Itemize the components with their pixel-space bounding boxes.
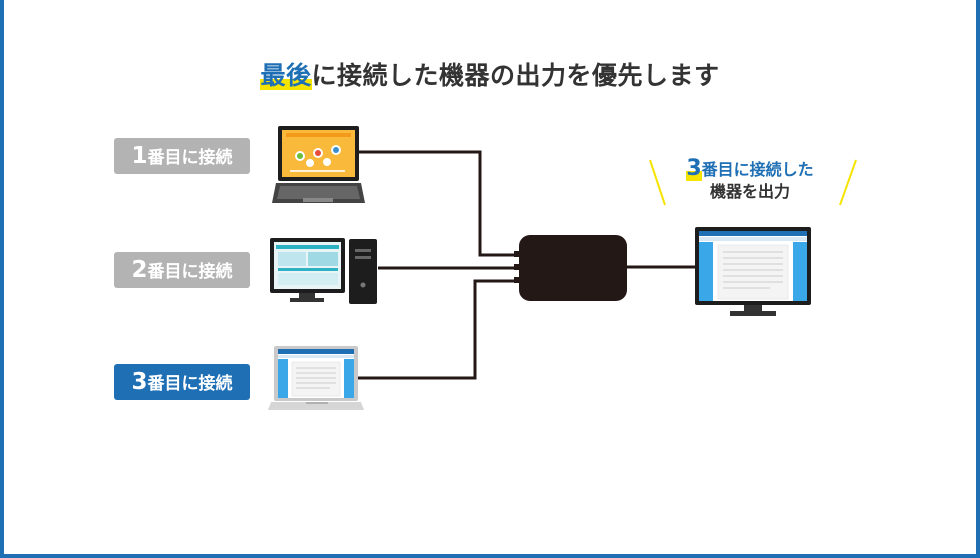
- output-label-number: 3: [686, 156, 702, 181]
- output-label: 3番目に接続した 機器を出力: [660, 156, 840, 203]
- source-badge-text: 番目に接続: [147, 148, 233, 168]
- switch-box-icon: [514, 235, 627, 301]
- laptop-icon: [268, 346, 364, 410]
- source-badge-number: 1: [131, 143, 148, 169]
- monitor-icon: [695, 227, 811, 316]
- title-rest: に接続した機器の出力を優先します: [311, 61, 720, 90]
- source-badge-1: 1番目に接続: [114, 138, 250, 174]
- output-label-line2: 機器を出力: [709, 182, 790, 201]
- page-title: 最後に接続した機器の出力を優先します: [0, 56, 980, 92]
- source-badge-3: 3番目に接続: [114, 364, 250, 400]
- source-badge-number: 2: [131, 257, 148, 283]
- cable-1: [358, 150, 522, 257]
- cable-3: [358, 279, 522, 380]
- source-badge-text: 番目に接続: [147, 374, 233, 394]
- cables: [358, 150, 698, 380]
- accent-slash-left: [649, 159, 666, 206]
- output-label-line1: 3番目に接続した: [660, 156, 840, 181]
- laptop-icon: [272, 126, 365, 203]
- accent-slash-right: [839, 159, 857, 206]
- source-badge-text: 番目に接続: [147, 262, 233, 282]
- title-highlight: 最後: [260, 61, 312, 90]
- source-badge-number: 3: [131, 369, 148, 395]
- source-badge-2: 2番目に接続: [114, 252, 250, 288]
- output-label-suffix: 番目に接続した: [701, 160, 814, 179]
- desktop-pc-icon: [270, 238, 377, 304]
